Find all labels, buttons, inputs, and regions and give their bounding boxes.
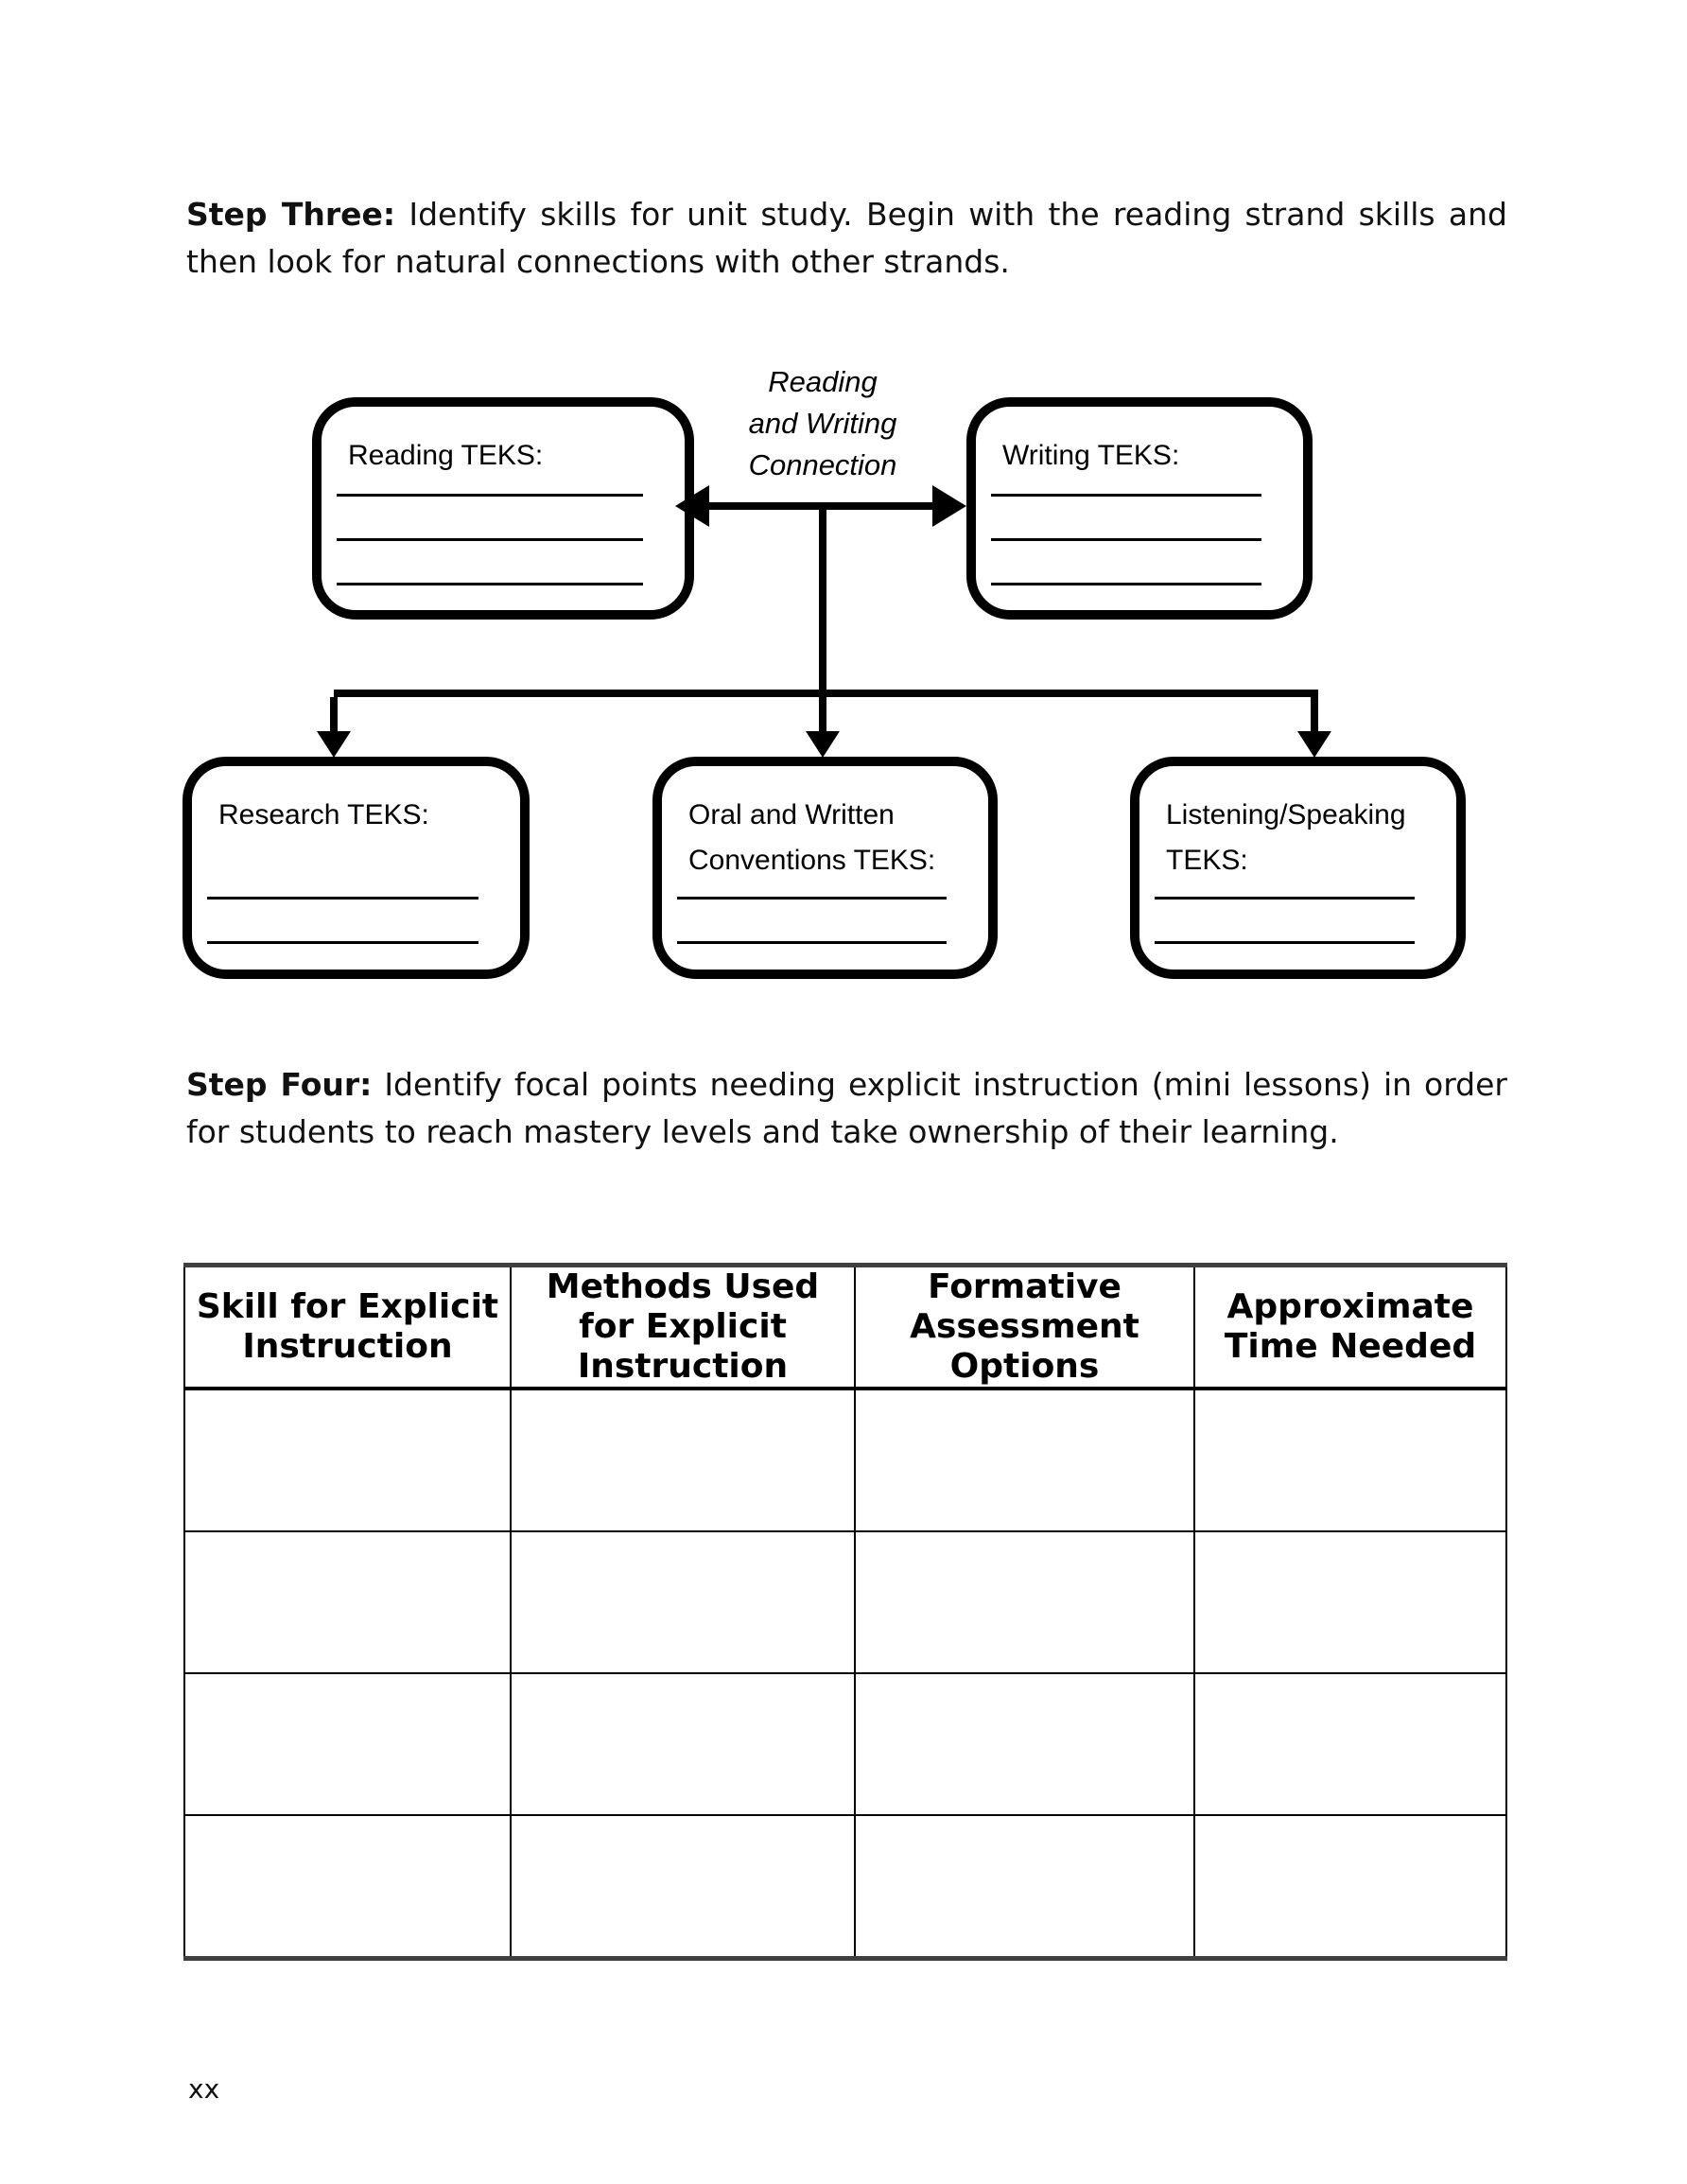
table-cell	[510, 1388, 856, 1532]
table-cell	[510, 1814, 856, 1960]
table-cell	[854, 1530, 1195, 1674]
table-cell	[510, 1530, 856, 1674]
blank-line	[677, 941, 947, 944]
header-formative-assessment-options: Formative Assessment Options	[854, 1265, 1195, 1390]
blank-line	[991, 583, 1261, 585]
connector-line	[1311, 697, 1318, 733]
step-three-paragraph: Step Three: Identify skills for unit stu…	[186, 191, 1507, 286]
reading-teks-label: Reading TEKS:	[348, 440, 544, 471]
table-row	[183, 1672, 1507, 1816]
blank-line	[337, 538, 643, 541]
blank-line	[337, 494, 643, 497]
blank-line	[1155, 897, 1415, 900]
table-cell	[510, 1672, 856, 1816]
step-three-label: Step Three:	[186, 196, 396, 233]
table-cell	[1193, 1388, 1507, 1532]
blank-line	[991, 494, 1261, 497]
step-four-text: Identify focal points needing explicit i…	[186, 1066, 1508, 1150]
listening-speaking-teks-box: Listening/Speaking TEKS:	[1130, 757, 1466, 979]
header-approximate-time-needed: Approximate Time Needed	[1193, 1265, 1507, 1390]
writing-teks-label: Writing TEKS:	[1002, 440, 1180, 471]
oral-written-conventions-teks-label: Oral and Written Conventions TEKS:	[688, 799, 936, 876]
blank-line	[337, 583, 643, 585]
header-methods-used: Methods Used for Explicit Instruction	[510, 1265, 856, 1390]
listening-speaking-teks-label: Listening/Speaking TEKS:	[1166, 799, 1406, 876]
blank-line	[207, 941, 478, 944]
blank-line	[207, 897, 478, 900]
arrowhead-down-icon	[1297, 731, 1331, 758]
table-cell	[1193, 1530, 1507, 1674]
table-row	[183, 1814, 1507, 1960]
table-cell	[183, 1672, 512, 1816]
skills-table: Skill for Explicit Instruction Methods U…	[183, 1263, 1507, 1961]
skills-table-header-row: Skill for Explicit Instruction Methods U…	[183, 1265, 1507, 1390]
table-cell	[1193, 1672, 1507, 1816]
blank-line	[991, 538, 1261, 541]
oral-written-conventions-teks-box: Oral and Written Conventions TEKS:	[652, 757, 998, 979]
table-cell	[854, 1814, 1195, 1960]
table-cell	[183, 1388, 512, 1532]
center-stem-line	[819, 506, 826, 697]
branch-connector-line	[334, 690, 1318, 697]
research-teks-label: Research TEKS:	[218, 799, 429, 830]
reading-teks-box: Reading TEKS:	[312, 397, 694, 620]
step-four-label: Step Four:	[186, 1066, 373, 1103]
arrowhead-right-icon	[932, 485, 966, 527]
header-skill-for-explicit-instruction: Skill for Explicit Instruction	[183, 1265, 512, 1390]
connector-line	[819, 697, 826, 733]
table-row	[183, 1388, 1507, 1532]
arrowhead-down-icon	[317, 731, 351, 758]
blank-line	[677, 897, 947, 900]
arrowhead-left-icon	[675, 485, 709, 527]
table-cell	[854, 1388, 1195, 1532]
connector-line	[330, 697, 338, 733]
table-cell	[183, 1530, 512, 1674]
table-cell	[854, 1672, 1195, 1816]
table-cell	[183, 1814, 512, 1960]
step-four-paragraph: Step Four: Identify focal points needing…	[186, 1061, 1507, 1156]
research-teks-box: Research TEKS:	[183, 757, 530, 979]
writing-teks-box: Writing TEKS:	[966, 397, 1313, 620]
table-row	[183, 1530, 1507, 1674]
blank-line	[1155, 941, 1415, 944]
table-cell	[1193, 1814, 1507, 1960]
page-number: xx	[188, 2073, 220, 2105]
arrowhead-down-icon	[806, 731, 840, 758]
step-three-text: Identify skills for unit study. Begin wi…	[186, 196, 1507, 280]
reading-writing-connection-label: Reading and Writing Connection	[748, 365, 897, 481]
